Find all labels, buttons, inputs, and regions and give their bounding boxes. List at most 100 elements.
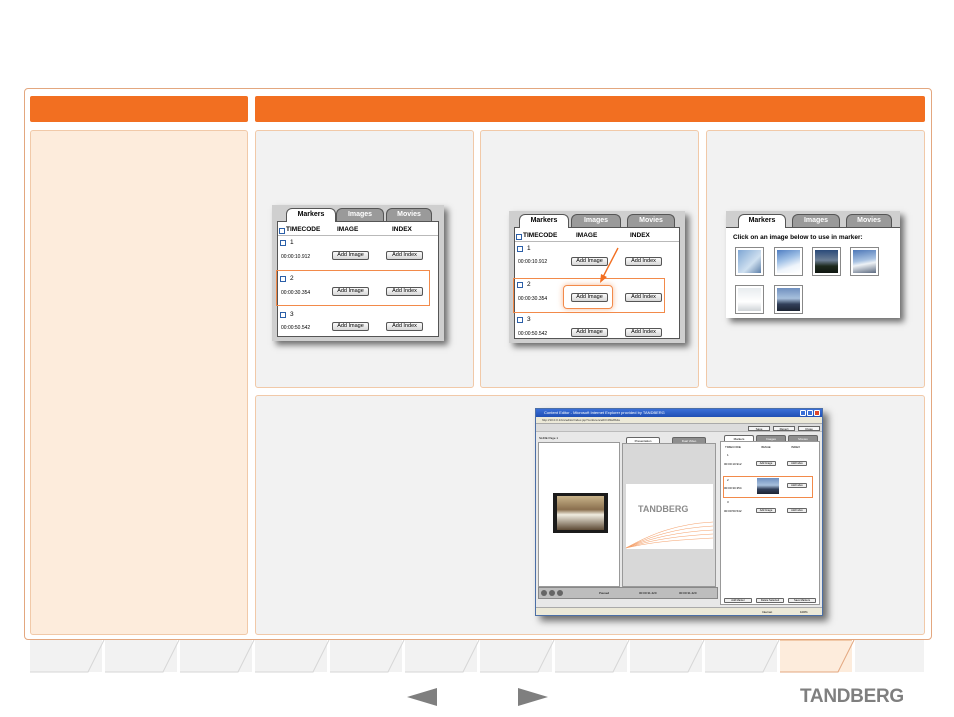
row-checkbox[interactable]: [517, 317, 523, 323]
row-timecode: 00:00:30.354: [724, 486, 742, 490]
select-all-checkbox[interactable]: [279, 228, 285, 234]
video-pane: [538, 442, 620, 587]
col-image: IMAGE: [576, 232, 598, 239]
add-index-button[interactable]: Add Index: [625, 328, 662, 337]
add-marker-button[interactable]: Add Marker: [724, 598, 752, 603]
row-number: 1: [727, 453, 729, 457]
add-index-button[interactable]: Add Index: [787, 461, 807, 466]
col-index: INDEX: [791, 445, 801, 449]
pointer-arrow-icon: [600, 247, 619, 283]
col-image: IMAGE: [761, 445, 771, 449]
tandberg-logo: TANDBERG: [800, 686, 904, 707]
nav-tab-active[interactable]: [780, 640, 852, 672]
tab-images[interactable]: Images: [336, 208, 384, 221]
add-image-button[interactable]: Add Image: [571, 257, 608, 266]
nav-tab[interactable]: [405, 640, 477, 672]
save-button[interactable]: Save: [748, 426, 770, 431]
tab-movies[interactable]: Movies: [846, 214, 892, 227]
address-bar[interactable]: http://10.0.0.1/tcs/editor/index.jsp?con…: [536, 417, 822, 424]
revert-button[interactable]: Revert: [773, 426, 795, 431]
tab-presentation[interactable]: Presentation: [626, 437, 660, 443]
slide-brand: TANDBERG: [638, 504, 689, 514]
add-index-button[interactable]: Add Index: [625, 257, 662, 266]
tab-markers[interactable]: Markers: [724, 435, 754, 441]
image-instruction: Click on an image below to use in marker…: [733, 234, 863, 241]
pause-icon[interactable]: [549, 590, 555, 596]
add-image-button[interactable]: Add Image: [756, 461, 776, 466]
add-image-button[interactable]: Add Image: [756, 508, 776, 513]
minimize-button[interactable]: [800, 410, 806, 416]
add-index-button[interactable]: Add Index: [787, 483, 807, 488]
nav-tab[interactable]: [855, 640, 924, 672]
nav-tab[interactable]: [255, 640, 327, 672]
row-timecode: 00:00:50.542: [281, 325, 311, 331]
tab-images[interactable]: Images: [792, 214, 840, 227]
nav-tab[interactable]: [105, 640, 177, 672]
play-icon[interactable]: [541, 590, 547, 596]
nav-tab[interactable]: [630, 640, 702, 672]
image-thumbnail[interactable]: [735, 285, 764, 314]
tab-movies[interactable]: Movies: [386, 208, 432, 221]
content-editor-window: Content Editor - Microsoft Internet Expl…: [535, 408, 823, 616]
sidebar-header: [30, 96, 248, 122]
window-title: Content Editor - Microsoft Internet Expl…: [536, 409, 822, 417]
images-list: Click on an image below to use in marker…: [726, 227, 900, 318]
add-image-button[interactable]: Add Image: [571, 328, 608, 337]
close-button[interactable]: [814, 410, 820, 416]
presentation-pane: TANDBERG: [622, 443, 716, 587]
row-timecode: 00:00:50.542: [724, 509, 742, 513]
add-image-button[interactable]: Add Image: [332, 287, 369, 296]
save-markers-button[interactable]: Save Markers: [788, 598, 816, 603]
add-index-button[interactable]: Add Index: [386, 287, 423, 296]
row-checkbox[interactable]: [280, 312, 286, 318]
previous-page-icon[interactable]: [407, 688, 437, 706]
nav-tab[interactable]: [330, 640, 402, 672]
marker-image: [757, 478, 779, 494]
tab-dual-video[interactable]: Dual Video: [672, 437, 706, 443]
delete-selected-button[interactable]: Delete Selected: [756, 598, 784, 603]
nav-tab[interactable]: [180, 640, 252, 672]
image-thumbnail[interactable]: [774, 285, 803, 314]
playback-status: Paused: [599, 591, 610, 595]
add-image-button[interactable]: Add Image: [332, 322, 369, 331]
image-thumbnail[interactable]: [812, 247, 841, 276]
row-number: 2: [727, 478, 729, 482]
markers-list: TIMECODE IMAGE INDEX 1 00:00:10.912 Add …: [514, 227, 680, 339]
add-image-button[interactable]: Add Image: [571, 293, 608, 302]
image-thumbnail[interactable]: [774, 247, 803, 276]
image-thumbnail[interactable]: [735, 247, 764, 276]
tab-markers[interactable]: Markers: [519, 214, 569, 228]
tab-images[interactable]: Images: [756, 435, 786, 441]
slide-preview: TANDBERG: [626, 484, 713, 549]
nav-tab[interactable]: [555, 640, 627, 672]
nav-tab-dividers: [30, 640, 855, 673]
select-all-checkbox[interactable]: [516, 234, 522, 240]
row-checkbox[interactable]: [517, 282, 523, 288]
add-image-button[interactable]: Add Image: [332, 251, 369, 260]
tab-markers[interactable]: Markers: [738, 214, 786, 228]
nav-tab[interactable]: [705, 640, 777, 672]
tab-images[interactable]: Images: [571, 214, 621, 227]
current-time: 00:00:31.420: [639, 591, 657, 595]
add-index-button[interactable]: Add Index: [386, 322, 423, 331]
tab-movies[interactable]: Movies: [788, 435, 818, 441]
row-checkbox[interactable]: [280, 276, 286, 282]
editor-toolbar: [536, 424, 822, 432]
add-index-button[interactable]: Add Index: [625, 293, 662, 302]
nav-tab[interactable]: [30, 640, 102, 672]
tab-movies[interactable]: Movies: [627, 214, 675, 227]
tab-markers[interactable]: Markers: [286, 208, 336, 222]
stop-icon[interactable]: [557, 590, 563, 596]
row-checkbox[interactable]: [280, 240, 286, 246]
nav-tab[interactable]: [480, 640, 552, 672]
row-checkbox[interactable]: [517, 246, 523, 252]
image-thumbnail[interactable]: [850, 247, 879, 276]
status-zoom: 100%: [800, 610, 808, 614]
maximize-button[interactable]: [807, 410, 813, 416]
add-index-button[interactable]: Add Index: [386, 251, 423, 260]
close-editor-button[interactable]: Close: [798, 426, 820, 431]
add-image-highlight: [563, 285, 613, 309]
playback-bar: Paused 00:00:31.420 00:00:31.420: [538, 587, 718, 599]
next-page-icon[interactable]: [518, 688, 548, 706]
add-index-button[interactable]: Add Index: [787, 508, 807, 513]
